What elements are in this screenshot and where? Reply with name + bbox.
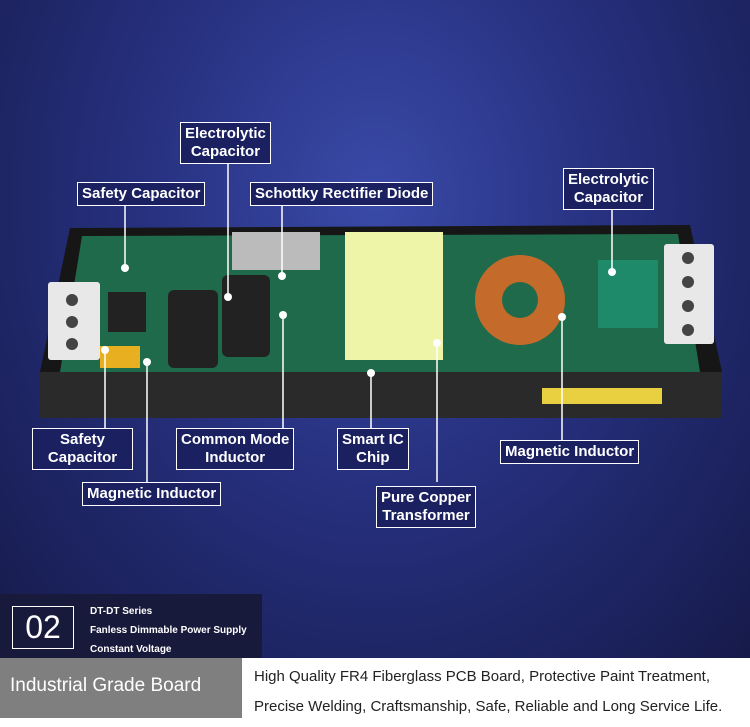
description-line: High Quality FR4 Fiberglass PCB Board, P… [254,668,711,685]
label-line: Inductor [205,449,266,466]
label-line: Electrolytic [185,125,266,142]
label-line: Capacitor [190,143,261,160]
label-line: Capacitor [573,189,644,206]
label-line: Chip [356,449,390,466]
section-title: Industrial Grade Board [0,658,242,718]
label-line: Electrolytic [568,171,649,188]
description-line: Precise Welding, Craftsmanship, Safe, Re… [254,698,723,715]
series-badge: 02 DT-DT Series Fanless Dimmable Power S… [0,594,262,658]
label-line: Capacitor [47,449,118,466]
label-schottky-rectifier-diode: Schottky Rectifier Diode [250,182,434,206]
power-supply-board-image [40,225,722,418]
label-magnetic-inductor-left: Magnetic Inductor [82,482,222,506]
section-number: 02 [12,606,74,649]
product-name: Fanless Dimmable Power Supply [90,625,247,636]
series-name: DT-DT Series [90,606,153,617]
label-line: Common Mode [181,431,290,448]
label-line: Smart IC [342,431,404,448]
output-mode: Constant Voltage [90,644,172,655]
label-line: Transformer [382,507,470,524]
label-safety-capacitor-top: Safety Capacitor [77,182,206,206]
label-line: Pure Copper [381,489,472,506]
label-magnetic-inductor-right: Magnetic Inductor [500,440,640,464]
label-line: Safety [59,431,106,448]
